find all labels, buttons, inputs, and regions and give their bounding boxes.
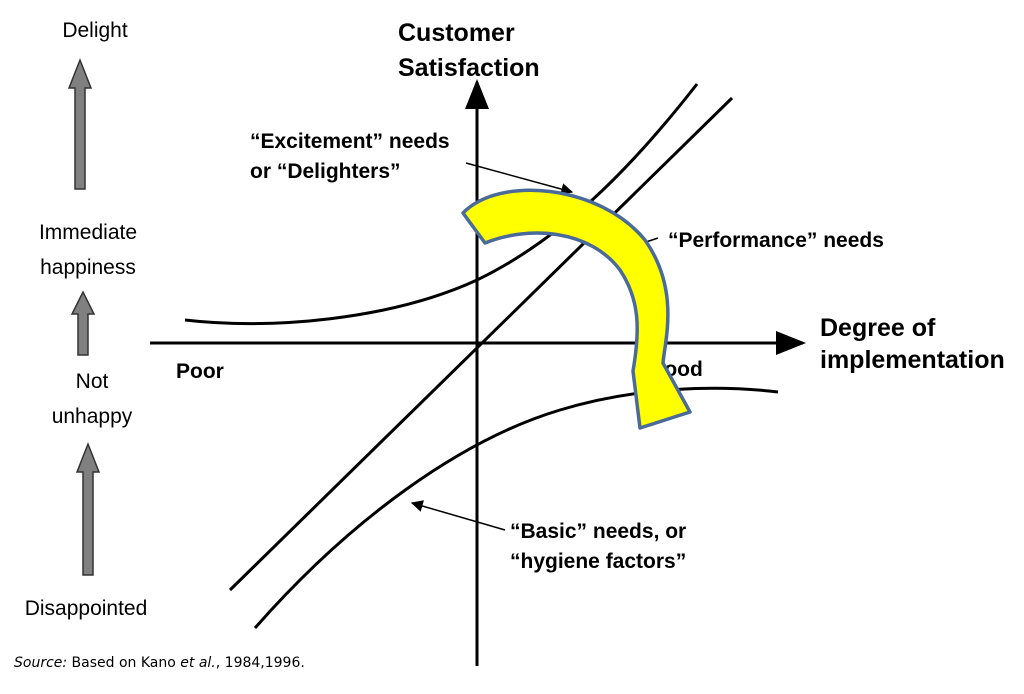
source-et-al: et al. (180, 655, 215, 671)
excitement-label-2: or “Delighters” (250, 160, 401, 183)
excitement-label-1: “Excitement” needs (250, 130, 450, 153)
y-axis-title-1: Customer (398, 19, 515, 47)
scale-immediate-label-1: Immediate (39, 221, 137, 244)
x-axis-title-1: Degree of (820, 314, 936, 342)
excitement-curve (184, 83, 699, 326)
source-text-2: , 1984,1996. (216, 655, 305, 671)
scale-disappointed-label: Disappointed (25, 597, 148, 620)
scale-not-unhappy-label-1: Not (76, 370, 109, 393)
x-axis-title-2: implementation (820, 346, 1005, 374)
scale-immediate-label-2: happiness (40, 256, 136, 279)
basic-label-1: “Basic” needs, or (510, 520, 686, 543)
scale-arrow-bottom (75, 441, 101, 576)
basic-leader (410, 500, 506, 531)
scale-arrow-top (67, 57, 93, 190)
source-text-1: Based on Kano (67, 655, 180, 671)
source-note: Source: Based on Kano et al., 1984,1996. (14, 655, 305, 671)
basic-curve (253, 386, 779, 629)
performance-label: “Performance” needs (668, 229, 884, 252)
x-axis-low-label: Poor (176, 360, 224, 383)
y-axis-title-2: Satisfaction (398, 54, 540, 82)
scale-delight-label: Delight (62, 19, 128, 42)
transition-arrow (461, 188, 692, 430)
basic-label-2: “hygiene factors” (510, 550, 686, 573)
source-prefix: Source: (14, 655, 67, 671)
scale-arrow-middle (70, 290, 96, 356)
performance-line (228, 96, 734, 592)
scale-not-unhappy-label-2: unhappy (52, 405, 133, 428)
excitement-leader (465, 162, 574, 195)
